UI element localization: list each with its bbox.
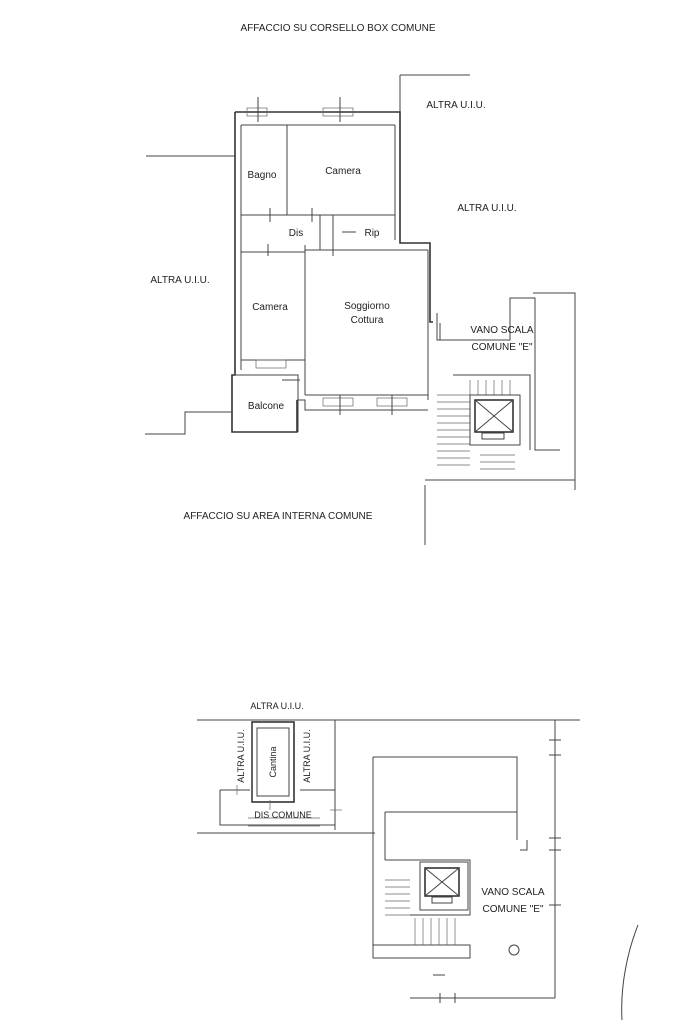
label-comune-e-lower: COMUNE "E"	[483, 904, 544, 915]
label-altra-uiu-lower-right: ALTRA U.I.U.	[302, 729, 312, 782]
lower-plan	[197, 719, 639, 1021]
room-bagno: Bagno	[248, 170, 277, 181]
label-altra-uiu-top-right: ALTRA U.I.U.	[426, 100, 485, 111]
room-soggiorno: Soggiorno	[344, 301, 390, 312]
room-cantina: Cantina	[268, 746, 278, 777]
room-rip: Rip	[364, 228, 379, 239]
label-affaccio-area-interna: AFFACCIO SU AREA INTERNA COMUNE	[184, 511, 373, 522]
label-altra-uiu-lower-left: ALTRA U.I.U.	[236, 729, 246, 782]
room-dis-comune: DIS COMUNE	[254, 810, 312, 820]
label-affaccio-corsello: AFFACCIO SU CORSELLO BOX COMUNE	[240, 23, 435, 34]
label-altra-uiu-right: ALTRA U.I.U.	[457, 203, 516, 214]
room-balcone: Balcone	[248, 401, 285, 412]
label-altra-uiu-lower-top: ALTRA U.I.U.	[250, 701, 303, 711]
label-vano-scala-upper: VANO SCALA	[470, 325, 533, 336]
label-vano-scala-lower: VANO SCALA	[481, 887, 544, 898]
label-altra-uiu-left: ALTRA U.I.U.	[150, 275, 209, 286]
room-cottura: Cottura	[351, 315, 384, 326]
label-comune-e-upper: COMUNE "E"	[472, 342, 533, 353]
upper-plan	[145, 74, 576, 545]
room-dis: Dis	[289, 228, 303, 239]
room-camera-top: Camera	[325, 166, 361, 177]
room-camera-left: Camera	[252, 302, 288, 313]
